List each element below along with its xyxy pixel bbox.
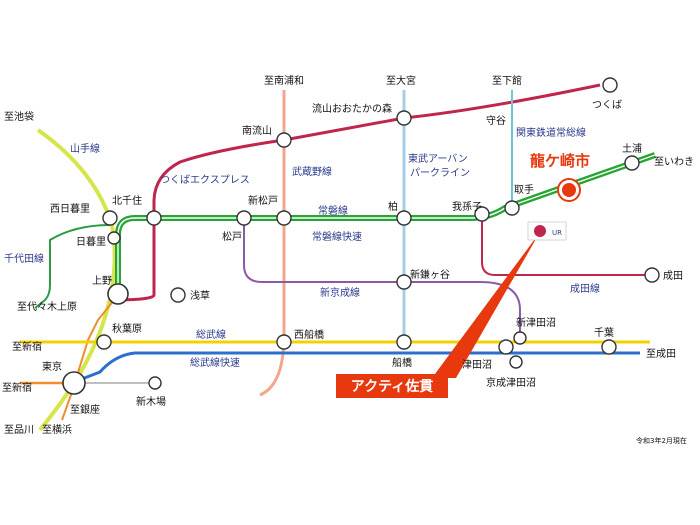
- dir-yokohama: 至横浜: [42, 423, 72, 436]
- station-nishi-funabashi: 西船橋: [294, 328, 324, 341]
- sobu-rapid-line: [73, 351, 640, 384]
- dir-iwaki: 至いわき: [654, 156, 694, 168]
- chiyoda-line: [34, 224, 111, 309]
- label-sobu-rapid: 総武線快速: [190, 356, 240, 369]
- station-tsukuba: つくば: [592, 99, 622, 111]
- station-dot-shin-matsudo: [276, 210, 292, 226]
- label-joban-rapid: 常磐線快速: [312, 230, 362, 243]
- label-yamanote: 山手線: [70, 142, 100, 155]
- station-dot-funabashi: [396, 334, 412, 350]
- station-dot-tokyo: [62, 371, 86, 395]
- dir-yoyogiuehara: 至代々木上原: [17, 301, 77, 313]
- station-nishi-nippori: 西日暮里: [50, 202, 90, 215]
- station-tsuchiura: 土浦: [622, 142, 642, 155]
- station-dot-nagareyama-otakanomori: [396, 110, 412, 126]
- callout-pointer: [432, 232, 540, 378]
- station-chiba: 千葉: [594, 326, 614, 339]
- dir-shinjuku-bottom: 至新宿: [2, 381, 32, 394]
- station-ryugasaki: 龍ケ崎市: [530, 152, 590, 170]
- station-dot-tsuchiura: [624, 155, 640, 171]
- dir-shimodate: 至下館: [492, 74, 522, 87]
- dir-omiya: 至大宮: [386, 74, 416, 87]
- ur-logo-text: UR: [552, 229, 562, 237]
- station-shin-kamagaya: 新鎌ヶ谷: [410, 268, 450, 281]
- narita-line: [481, 210, 652, 276]
- station-dot-kashiwa: [396, 210, 412, 226]
- station-moriya: 守谷: [486, 114, 506, 127]
- joban-line-inner: [117, 154, 656, 300]
- station-akihabara: 秋葉原: [112, 322, 142, 335]
- station-dot-abiko: [474, 206, 490, 222]
- station-dot-tsukuba: [602, 77, 618, 93]
- station-dot-matsudo: [236, 210, 252, 226]
- station-dot-akihabara: [96, 334, 112, 350]
- station-funabashi: 船橋: [392, 356, 412, 369]
- dir-narita: 至成田: [646, 348, 676, 360]
- callout-label: アクティ佐貫: [351, 378, 433, 395]
- station-kashiwa: 柏: [388, 200, 398, 213]
- label-tsukuba-express: つくばエクスプレス: [160, 174, 250, 186]
- station-narita: 成田: [663, 270, 683, 282]
- label-joban: 常磐線: [318, 204, 348, 217]
- station-dot-nippori: [107, 231, 121, 245]
- station-shin-kiba: 新木場: [136, 395, 166, 408]
- station-dot-asakusa: [170, 287, 186, 303]
- station-nagareyama-otakanomori: 流山おおたかの森: [312, 102, 392, 115]
- label-sobu: 総武線: [196, 328, 226, 341]
- station-dot-toride: [504, 200, 520, 216]
- callout-box: [336, 374, 448, 398]
- station-toride: 取手: [514, 183, 534, 196]
- station-dot-nishi-nippori: [102, 210, 118, 226]
- station-tokyo: 東京: [42, 360, 62, 373]
- station-abiko: 我孫子: [452, 201, 482, 213]
- ur-logo-mark: [534, 225, 546, 237]
- label-chiyoda: 千代田線: [4, 252, 44, 265]
- station-matsudo: 松戸: [222, 230, 242, 243]
- station-dot-chiba: [601, 339, 617, 355]
- station-dot-keisei-tsudanuma: [509, 355, 523, 369]
- dir-minamiurawa: 至南浦和: [264, 74, 304, 87]
- dir-ikebukuro: 至池袋: [4, 110, 34, 123]
- date-note: 令和3年2月現在: [636, 436, 687, 445]
- station-shin-tsudanuma: 新津田沼: [516, 316, 556, 329]
- label-tobu-urban-1: 東武アーバン: [408, 152, 468, 165]
- station-dot-shin-kamagaya: [396, 274, 412, 290]
- station-dot-shin-kiba: [148, 376, 162, 390]
- station-dot-ueno: [107, 283, 129, 305]
- dir-ginza: 至銀座: [70, 403, 100, 416]
- yamanote-line: [36, 128, 117, 432]
- dir-shinjuku-top: 至新宿: [12, 340, 42, 353]
- station-tsudanuma: 津田沼: [462, 358, 492, 371]
- label-shinkeisei: 新京成線: [320, 286, 360, 299]
- station-kita-senju: 北千住: [112, 194, 142, 207]
- label-kanto-tetsudo: 関東鉄道常総線: [516, 126, 586, 139]
- station-ueno: 上野: [92, 275, 112, 287]
- station-dot-kita-senju: [146, 210, 162, 226]
- shinkeisei-line: [243, 222, 521, 338]
- station-dot-narita: [644, 267, 660, 283]
- station-asakusa: 浅草: [190, 289, 210, 302]
- label-musashino: 武蔵野線: [292, 165, 332, 178]
- station-shin-matsudo: 新松戸: [248, 194, 278, 207]
- station-dot-nishi-funabashi: [276, 334, 292, 350]
- station-keisei-tsudanuma: 京成津田沼: [486, 376, 536, 389]
- label-tobu-urban-2: パークライン: [410, 167, 470, 179]
- station-minami-nagareyama: 南流山: [242, 124, 272, 137]
- station-dot-tsudanuma: [498, 339, 514, 355]
- station-dot-minami-nagareyama: [276, 132, 292, 148]
- label-narita: 成田線: [570, 282, 600, 295]
- ginza-line: [61, 294, 119, 421]
- dir-shinagawa: 至品川: [4, 424, 34, 436]
- station-nippori: 日暮里: [76, 235, 106, 248]
- station-dot-shin-tsudanuma: [513, 331, 527, 345]
- tsukuba-express-line: [109, 83, 601, 302]
- station-dot-ryugasaki: [562, 183, 576, 197]
